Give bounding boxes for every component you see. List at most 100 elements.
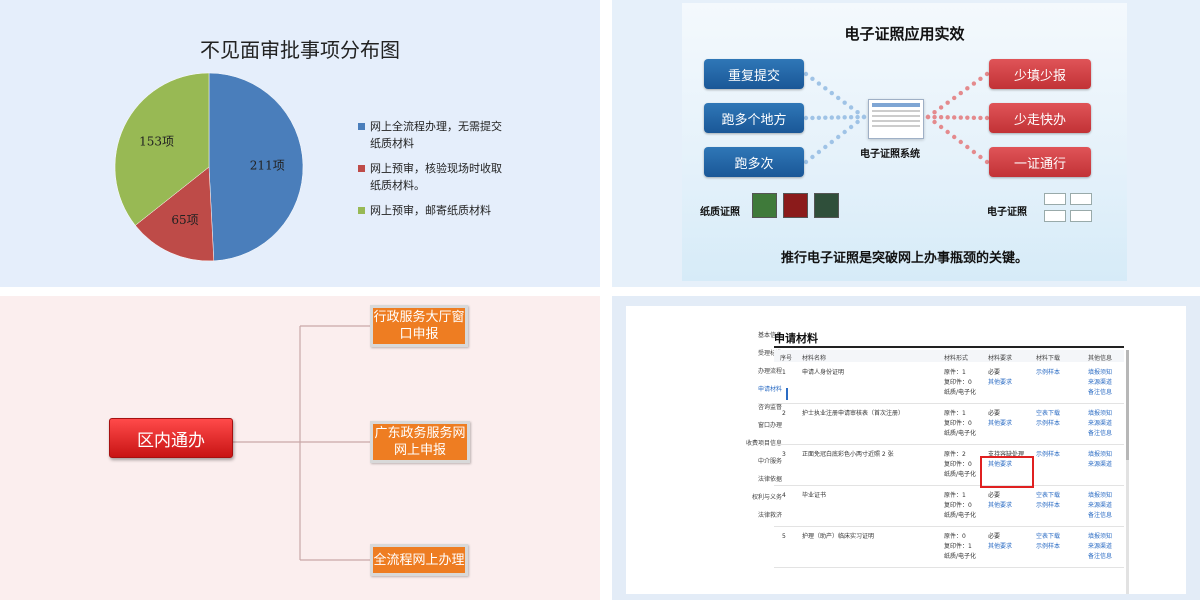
e-certificate-icon	[1070, 210, 1092, 222]
row-divider	[774, 526, 1124, 527]
arrow-dot	[823, 144, 828, 150]
material-requirement: 必要其他要求	[988, 533, 1013, 550]
download-link[interactable]: 示例样本	[1036, 369, 1061, 376]
arrow-dot	[842, 129, 847, 135]
side-nav-item[interactable]: 权利与义务	[751, 494, 782, 501]
other-info-link[interactable]: 来源渠道	[1088, 502, 1113, 509]
arrow-dot	[823, 115, 828, 120]
other-info-link[interactable]: 来源渠道	[1088, 379, 1113, 386]
other-info[interactable]: 填报须知来源渠道备注信息	[1088, 491, 1112, 521]
row-number: 4	[782, 492, 786, 499]
side-nav-item[interactable]: 办理流程	[757, 368, 782, 375]
other-requirement-link[interactable]: 其他要求	[988, 379, 1013, 386]
arrow-dot	[952, 95, 957, 101]
side-nav-item[interactable]: 咨询监督	[757, 404, 782, 411]
arrow-dot	[816, 81, 822, 86]
other-info-link[interactable]: 填报须知	[1088, 492, 1113, 499]
legend-label: 网上预审，核验现场时收取纸质材料。	[370, 162, 502, 192]
download-link[interactable]: 空表下载	[1036, 533, 1061, 540]
other-info-link[interactable]: 填报须知	[1088, 410, 1113, 417]
material-name: 毕业证书	[802, 492, 827, 499]
download[interactable]: 示例样本	[1036, 368, 1060, 378]
side-nav-item[interactable]: 基本信息	[757, 332, 782, 339]
arrow-dot	[810, 115, 815, 121]
side-nav-item[interactable]: 中介服务	[757, 458, 782, 465]
other-info-link[interactable]: 备注信息	[1088, 389, 1113, 396]
electronic-license-label: 电子证照	[987, 207, 1027, 218]
other-info[interactable]: 填报须知来源渠道备注信息	[1088, 532, 1112, 562]
download-link[interactable]: 空表下载	[1036, 492, 1061, 499]
material-name: 护士执业注册申请审核表（首次注册）	[802, 410, 905, 417]
other-info-link[interactable]: 备注信息	[1088, 553, 1113, 560]
mind-map-connectors	[233, 325, 370, 561]
arrow-dot	[938, 105, 944, 110]
other-info-link[interactable]: 来源渠道	[1088, 461, 1113, 468]
download[interactable]: 空表下载示例样本	[1036, 409, 1060, 429]
other-requirement-link[interactable]: 其他要求	[988, 420, 1013, 427]
arrow-dot	[816, 115, 822, 120]
arrow-dot	[848, 124, 854, 130]
other-info-link[interactable]: 填报须知	[1088, 451, 1113, 458]
scrollbar-track[interactable]	[1126, 350, 1129, 594]
mind-map-node-online-declare: 广东政务服务网网上申报	[370, 421, 470, 463]
other-info-link[interactable]: 来源渠道	[1088, 543, 1113, 550]
arrow-dot	[836, 115, 841, 120]
download-link[interactable]: 示例样本	[1036, 543, 1061, 550]
e-certificate-icon	[1044, 210, 1066, 222]
arrow-dot	[829, 115, 834, 120]
side-nav-item[interactable]: 收费项目信息	[745, 440, 782, 447]
other-info[interactable]: 填报须知来源渠道备注信息	[1088, 368, 1112, 398]
side-nav-item[interactable]: 受理标准	[757, 350, 782, 357]
other-requirement-link[interactable]: 其他要求	[988, 461, 1013, 468]
other-info[interactable]: 填报须知来源渠道备注信息	[1088, 409, 1112, 439]
arrow-dot	[810, 154, 815, 160]
other-requirement-link[interactable]: 其他要求	[988, 543, 1013, 550]
arrow-dot	[932, 110, 937, 115]
side-nav-item[interactable]: 法律救济	[757, 512, 782, 519]
download-link[interactable]: 空表下载	[1036, 410, 1061, 417]
download[interactable]: 空表下载示例样本	[1036, 491, 1060, 511]
download-link[interactable]: 示例样本	[1036, 502, 1061, 509]
legend-item: 网上预审，邮寄纸质材料	[358, 202, 508, 219]
arrow-dot	[855, 114, 860, 120]
row-number: 3	[782, 451, 786, 458]
arrow-dot	[848, 105, 854, 110]
arrow-dot	[971, 81, 977, 86]
other-info-link[interactable]: 填报须知	[1088, 533, 1113, 540]
arrow-dot	[984, 71, 990, 77]
scrollbar-thumb[interactable]	[1126, 350, 1129, 460]
arrow-dot	[842, 100, 847, 105]
download-link[interactable]: 示例样本	[1036, 420, 1061, 427]
other-info-link[interactable]: 填报须知	[1088, 369, 1113, 376]
legend-item: 网上全流程办理，无需提交纸质材料	[358, 118, 508, 152]
arrow-dot	[971, 149, 977, 155]
arrow-dot	[952, 115, 957, 120]
system-label: 电子证照系统	[860, 149, 920, 160]
other-requirement-link[interactable]: 其他要求	[988, 502, 1013, 509]
other-info-link[interactable]: 备注信息	[1088, 512, 1113, 519]
arrow-dot	[965, 115, 970, 120]
other-info[interactable]: 填报须知来源渠道	[1088, 450, 1112, 470]
side-nav-item[interactable]: 法律依据	[757, 476, 782, 483]
other-info-link[interactable]: 来源渠道	[1088, 420, 1113, 427]
column-header: 其他信息	[1088, 355, 1113, 362]
chart-legend: 网上全流程办理，无需提交纸质材料网上预审，核验现场时收取纸质材料。网上预审，邮寄…	[358, 118, 508, 227]
left-box-2: 跑多个地方	[704, 103, 804, 133]
e-license-panel: 电子证照应用实效 重复提交 跑多个地方 跑多次 少填少报 少走快办 一证通行 电…	[612, 0, 1200, 287]
arrow-dot	[945, 115, 950, 120]
download[interactable]: 示例样本	[1036, 450, 1060, 460]
other-info-link[interactable]: 备注信息	[1088, 430, 1113, 437]
material-name: 正面免冠白底彩色小两寸近照 2 张	[802, 451, 894, 458]
download[interactable]: 空表下载示例样本	[1036, 532, 1060, 552]
arrow-dot	[848, 115, 854, 120]
right-box-3: 一证通行	[989, 147, 1091, 177]
side-nav-item[interactable]: 申请材料	[757, 386, 782, 393]
download-link[interactable]: 示例样本	[1036, 451, 1061, 458]
row-divider	[774, 444, 1124, 445]
arrow-dot	[816, 149, 822, 155]
material-requirement: 必要其他要求	[988, 492, 1013, 509]
side-nav-item[interactable]: 窗口办理	[757, 422, 782, 429]
